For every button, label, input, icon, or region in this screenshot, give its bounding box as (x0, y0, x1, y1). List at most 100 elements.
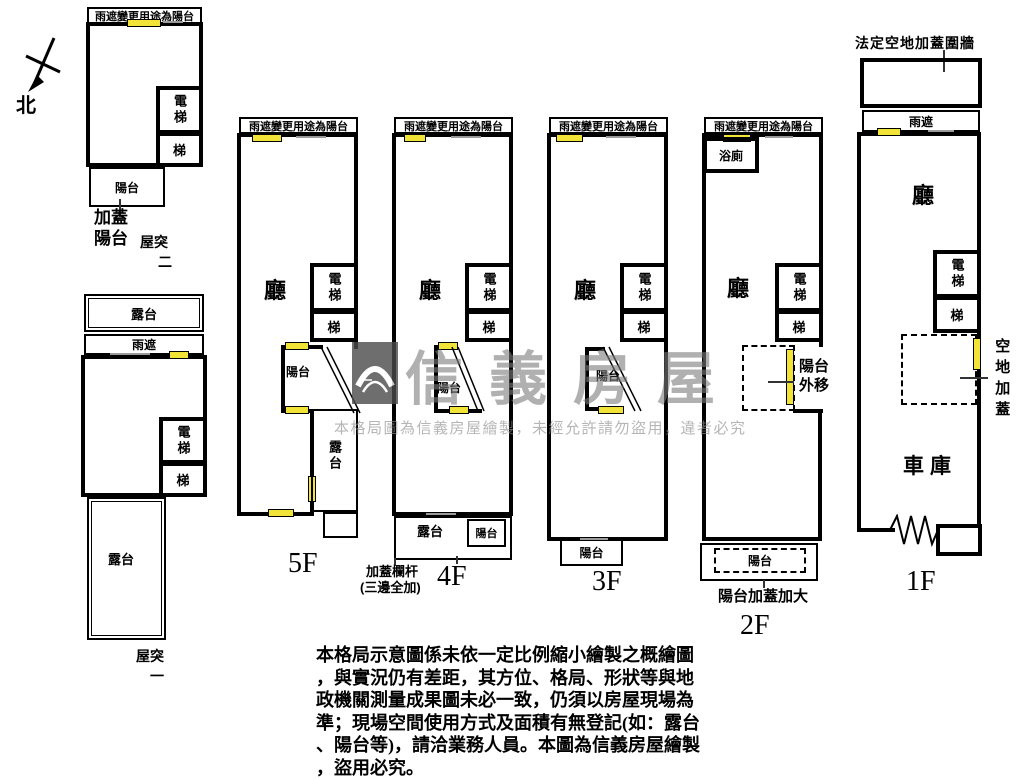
f4-floor-label: 4F (437, 561, 467, 593)
disclaimer-line: 、陽台等)，請洽業務人員。本圖為信義房屋繪製 (316, 734, 700, 757)
roof2-balcony: 陽台 (89, 167, 165, 207)
elevator-label: 電梯 (948, 258, 967, 290)
f1-side-note: 空地加蓋 (993, 338, 1010, 422)
f2-bottom-balcony-label: 陽台 (714, 548, 806, 573)
slanted-wall-line (448, 343, 486, 415)
f5-stair: 梯 (310, 310, 358, 342)
f1-elevator: 電梯 (933, 250, 981, 298)
door-marker (110, 353, 150, 355)
leader-line (763, 580, 765, 588)
wall (857, 132, 861, 532)
f1-stair: 梯 (933, 296, 981, 333)
window-marker (877, 128, 901, 136)
f4-small-balcony: 陽台 (467, 519, 506, 547)
window-marker (127, 19, 161, 27)
f2-balcony-note: 陽台外移 (799, 358, 833, 396)
f2-floor-label: 2F (740, 610, 770, 642)
door-marker (580, 538, 608, 540)
roof1-terrace-bottom-label: 露台 (108, 553, 134, 568)
door-marker (451, 136, 481, 138)
f1-garage-label: 車庫 (903, 455, 957, 479)
window-marker (556, 134, 583, 142)
f2-header-label: 雨遮變更用途為陽台 (704, 117, 823, 134)
window-marker (285, 342, 309, 350)
door-marker (765, 136, 793, 138)
elevator-label: 電梯 (480, 272, 499, 304)
f3-living-label: 廳 (574, 278, 596, 303)
f1-floor-label: 1F (906, 566, 936, 598)
north-arrow-icon (10, 30, 70, 100)
wall (818, 413, 822, 541)
f4-annotation-line2: (三邊全加) (360, 581, 421, 596)
f3-header-label: 雨遮變更用途為陽台 (549, 117, 668, 134)
wall (547, 133, 551, 541)
window-marker (252, 134, 282, 142)
f2-bathroom: 浴廁 (703, 137, 759, 173)
roof1-floor-number: 一 (150, 668, 164, 684)
garage-door-zigzag (888, 514, 940, 548)
door-marker (426, 513, 456, 515)
f5-terrace-extension (323, 512, 358, 538)
f3-stair: 梯 (620, 310, 668, 342)
window-marker (973, 338, 981, 370)
leader-line (768, 381, 794, 383)
wall (434, 345, 438, 413)
roof1-stair: 梯 (159, 462, 207, 497)
leader-line (960, 377, 988, 379)
f1-covered-area-outline (901, 334, 977, 405)
f3-bottom-balcony: 陽台 (560, 539, 623, 566)
elevator-label: 電梯 (170, 94, 189, 126)
wall (857, 132, 981, 136)
door-marker (163, 21, 183, 23)
disclaimer-line: 準；現場空間使用方式及面積有無登記(如：露台 (316, 712, 700, 735)
wall (392, 133, 396, 516)
compass-label: 北 (16, 95, 36, 118)
wall (281, 345, 285, 413)
door-marker (296, 136, 326, 138)
roof2-annotation: 加蓋陽台 (94, 207, 134, 250)
door-marker (928, 130, 954, 132)
elevator-label: 電梯 (635, 272, 654, 304)
f5-living-label: 廳 (264, 278, 286, 303)
f5-balcony-label: 陽台 (286, 366, 310, 380)
f2-living-label: 廳 (727, 276, 749, 301)
f5-floor-label: 5F (288, 548, 318, 580)
slanted-wall-line (317, 343, 361, 417)
f2-bottom-note: 陽台加蓋加大 (718, 588, 808, 605)
f3-floor-label: 3F (592, 566, 622, 598)
wall (702, 133, 706, 541)
roof1-elevator: 電梯 (159, 417, 207, 464)
disclaimer-line: ，與實況仍有差距，其方位、格局、形狀等與地 (316, 667, 700, 690)
window-marker (786, 349, 794, 405)
f2-stair: 梯 (775, 310, 823, 342)
elevator-label: 電梯 (174, 425, 193, 457)
f1-living-label: 廳 (912, 183, 934, 208)
window-marker (285, 406, 309, 414)
roof2-floor-label: 屋突 (140, 234, 168, 250)
roof2-stair: 梯 (156, 132, 203, 167)
roof2-floor-number: 二 (158, 254, 172, 270)
f4-living-label: 廳 (419, 278, 441, 303)
f4-terrace-label: 露台 (417, 525, 443, 540)
window-marker (169, 351, 189, 359)
wall (585, 347, 589, 411)
window-marker (268, 509, 294, 517)
door-marker (606, 136, 636, 138)
f2-elevator: 電梯 (775, 263, 823, 312)
f5-header-label: 雨遮變更用途為陽台 (239, 117, 358, 134)
f1-walled-yard (860, 58, 982, 108)
f5-elevator: 電梯 (310, 263, 358, 312)
slanted-wall-line (601, 343, 643, 415)
roof2-elevator: 電梯 (156, 86, 203, 134)
disclaimer-line: 政機關測量成果圖未必一致，仍須以房屋現場為 (316, 689, 700, 712)
f4-annotation-line1: 加蓋欄杆 (366, 565, 418, 580)
f1-entry-step (936, 524, 982, 556)
f5-terrace-label: 露台 (326, 440, 341, 472)
wall (702, 537, 822, 541)
f3-elevator: 電梯 (620, 263, 668, 312)
disclaimer-line: 本格局示意圖係未依一定比例縮小繪製之概繪圖 (316, 644, 700, 667)
roof1-terrace-top-label: 露台 (88, 298, 200, 328)
f4-header-label: 雨遮變更用途為陽台 (394, 117, 513, 134)
roof1-terrace-bottom-inner (91, 501, 162, 636)
window-marker (404, 134, 426, 142)
